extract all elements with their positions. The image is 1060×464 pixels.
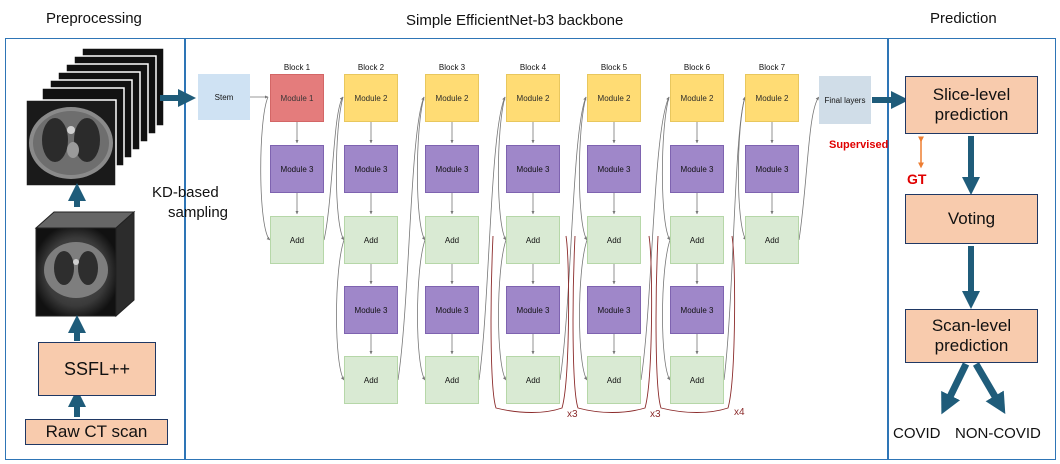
block-3-module-2: Module 2 xyxy=(425,74,479,122)
ssfl-box: SSFL++ xyxy=(38,342,156,396)
block-4-module-3: Module 3 xyxy=(506,145,560,193)
ct-slice-stack-icon xyxy=(25,47,165,187)
raw-ct-scan-box: Raw CT scan xyxy=(25,419,168,445)
preprocessing-title: Preprocessing xyxy=(46,10,142,27)
block-4-add: Add xyxy=(506,216,560,264)
voting-box: Voting xyxy=(905,194,1038,244)
block-1-module-1: Module 1 xyxy=(270,74,324,122)
block-6-module-3-repeat: Module 3 xyxy=(670,286,724,334)
block-4-module-2: Module 2 xyxy=(506,74,560,122)
stem-box: Stem xyxy=(198,74,250,120)
block-6-module-3: Module 3 xyxy=(670,145,724,193)
final-layers-box: Final layers xyxy=(819,76,871,124)
block-5-add-repeat: Add xyxy=(587,356,641,404)
block-6-title: Block 6 xyxy=(683,63,711,72)
scan-level-line1: Scan-level xyxy=(931,316,1012,335)
block-6-add-repeat: Add xyxy=(670,356,724,404)
block-3-title: Block 3 xyxy=(438,63,466,72)
slice-level-line1: Slice-level xyxy=(932,85,1011,104)
scan-level-prediction-box: Scan-level prediction xyxy=(905,309,1038,363)
repeat-label-x3-b: x3 xyxy=(650,409,661,420)
block-3-module-3: Module 3 xyxy=(425,145,479,193)
block-1-add: Add xyxy=(270,216,324,264)
prediction-panel xyxy=(888,38,1056,460)
covid-label: COVID xyxy=(893,425,941,442)
slice-level-prediction-box: Slice-level prediction xyxy=(905,76,1038,134)
block-1-title: Block 1 xyxy=(283,63,311,72)
backbone-panel xyxy=(185,38,888,460)
block-2-module-3: Module 3 xyxy=(344,145,398,193)
block-5-module-3-repeat: Module 3 xyxy=(587,286,641,334)
block-2-title: Block 2 xyxy=(357,63,385,72)
supervised-label: Supervised xyxy=(829,139,889,151)
block-4-title: Block 4 xyxy=(519,63,547,72)
block-7-module-2: Module 2 xyxy=(745,74,799,122)
block-3-add: Add xyxy=(425,216,479,264)
block-2-module-3-repeat: Module 3 xyxy=(344,286,398,334)
slice-level-line2: prediction xyxy=(934,105,1009,124)
block-6-add: Add xyxy=(670,216,724,264)
backbone-title: Simple EfficientNet-b3 backbone xyxy=(406,12,624,29)
ct-volume-cube-icon xyxy=(34,210,136,318)
block-4-add-repeat: Add xyxy=(506,356,560,404)
block-6-module-2: Module 2 xyxy=(670,74,724,122)
block-5-module-2: Module 2 xyxy=(587,74,641,122)
block-5-module-3: Module 3 xyxy=(587,145,641,193)
prediction-title: Prediction xyxy=(930,10,997,27)
block-7-add: Add xyxy=(745,216,799,264)
block-2-module-2: Module 2 xyxy=(344,74,398,122)
repeat-label-x4: x4 xyxy=(734,407,745,418)
block-3-module-3-repeat: Module 3 xyxy=(425,286,479,334)
preprocessing-panel xyxy=(5,38,185,460)
block-2-add-repeat: Add xyxy=(344,356,398,404)
block-7-module-3: Module 3 xyxy=(745,145,799,193)
kd-sampling-line2: sampling xyxy=(168,204,229,221)
gt-label: GT xyxy=(907,171,927,187)
repeat-label-x3-a: x3 xyxy=(567,409,578,420)
block-4-module-3-repeat: Module 3 xyxy=(506,286,560,334)
kd-sampling-line1: KD-based xyxy=(152,184,219,201)
block-5-add: Add xyxy=(587,216,641,264)
block-5-title: Block 5 xyxy=(600,63,628,72)
non-covid-label: NON-COVID xyxy=(955,425,1041,442)
block-1-module-3: Module 3 xyxy=(270,145,324,193)
scan-level-line2: prediction xyxy=(934,336,1009,355)
kd-sampling-label: KD-based sampling xyxy=(152,183,228,223)
block-2-add: Add xyxy=(344,216,398,264)
block-3-add-repeat: Add xyxy=(425,356,479,404)
block-7-title: Block 7 xyxy=(758,63,786,72)
